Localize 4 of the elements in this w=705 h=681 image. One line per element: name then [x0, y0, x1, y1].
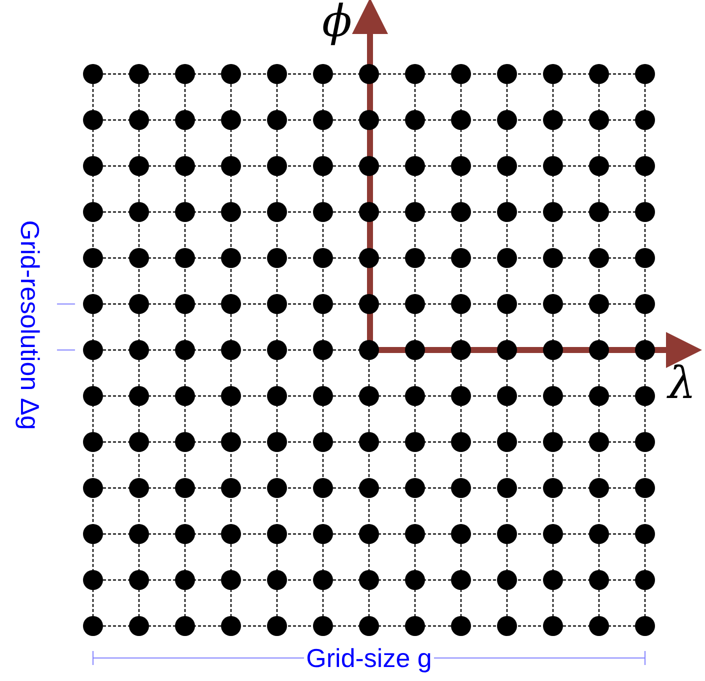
axis-label: λ [668, 362, 696, 406]
axis-label: ϕ [322, 0, 352, 44]
dimension-label: Grid-resolution Δg [17, 220, 43, 430]
dimension-label: Grid-size g [304, 645, 434, 671]
